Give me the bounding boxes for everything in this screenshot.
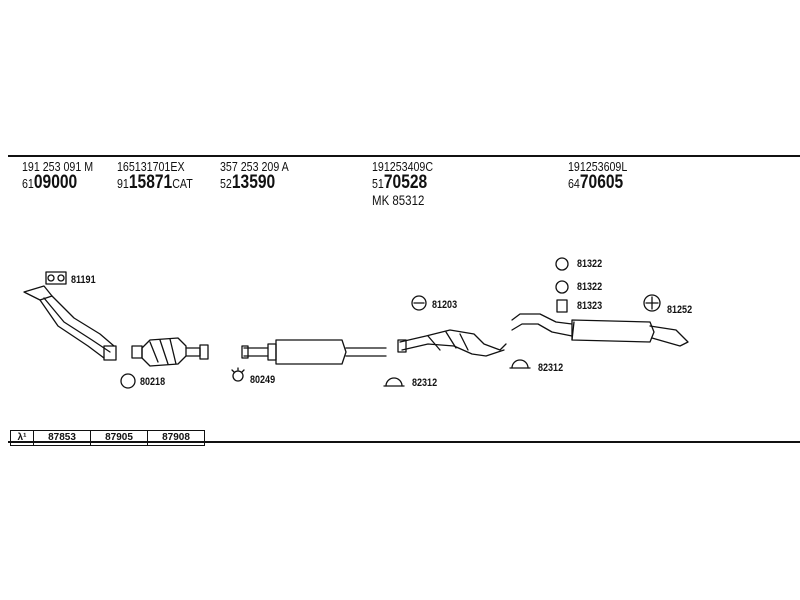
- lambda-cell: 87905: [91, 431, 148, 445]
- clamp-80249-icon: [231, 367, 245, 382]
- callout-81323: 81323: [577, 300, 603, 312]
- bottom-rule: [8, 441, 800, 443]
- callout-81203: 81203: [432, 299, 458, 311]
- callout-81322: 81322: [577, 281, 603, 293]
- hanger-81323-icon: [556, 299, 568, 313]
- mk-kit-number: MK 85312: [372, 192, 425, 208]
- catalytic-converter-icon: [131, 337, 209, 367]
- lambda-sensor-table: λ¹ 87853 87905 87908: [10, 430, 205, 446]
- callout-81191: 81191: [71, 274, 96, 286]
- part-number: 5170528: [372, 172, 428, 193]
- hanger-81203-icon: [411, 295, 427, 311]
- seal-ring-80218-icon: [120, 373, 136, 389]
- header-col-2: 165131701EX 9115871CAT: [117, 159, 193, 193]
- part-number: 6470605: [568, 172, 624, 193]
- bracket-81252-icon: [643, 294, 661, 312]
- rubber-ring-81322-icon: [555, 257, 569, 271]
- oem-number: 165131701EX: [117, 159, 185, 174]
- header-col-1: 191 253 091 M 6109000: [22, 159, 94, 193]
- part-number: 6109000: [22, 172, 78, 193]
- callout-81252: 81252: [667, 304, 693, 316]
- part-number: 5213590: [220, 172, 276, 193]
- rear-silencer-icon: [511, 313, 689, 347]
- lambda-cell: 87908: [162, 432, 190, 443]
- lambda-cell: 87853: [34, 431, 91, 445]
- oem-number: 191 253 091 M: [22, 159, 94, 174]
- part-number: 9115871CAT: [117, 172, 193, 193]
- clamp-82312-icon: [383, 377, 405, 387]
- center-silencer-icon: [241, 339, 387, 365]
- front-pipe-icon: [23, 285, 117, 361]
- lambda-symbol: λ¹: [11, 431, 34, 445]
- rubber-ring-81322-icon: [555, 280, 569, 294]
- middle-silencer-icon: [397, 329, 507, 357]
- top-rule: [8, 155, 800, 157]
- oem-number: 191253409C: [372, 159, 434, 174]
- oem-number: 357 253 209 A: [220, 159, 289, 174]
- header-col-3: 357 253 209 A 5213590: [220, 159, 289, 193]
- header-col-4: 191253409C 5170528 MK 85312: [372, 159, 434, 208]
- callout-82312: 82312: [412, 377, 438, 389]
- callout-81322: 81322: [577, 258, 603, 270]
- callout-82312: 82312: [538, 362, 564, 374]
- oem-number: 191253609L: [568, 159, 628, 174]
- callout-80249: 80249: [250, 374, 276, 386]
- header-col-5: 191253609L 6470605: [568, 159, 628, 193]
- gasket-81191-icon: [45, 271, 67, 285]
- callout-80218: 80218: [140, 376, 166, 388]
- clamp-82312-icon: [509, 359, 531, 369]
